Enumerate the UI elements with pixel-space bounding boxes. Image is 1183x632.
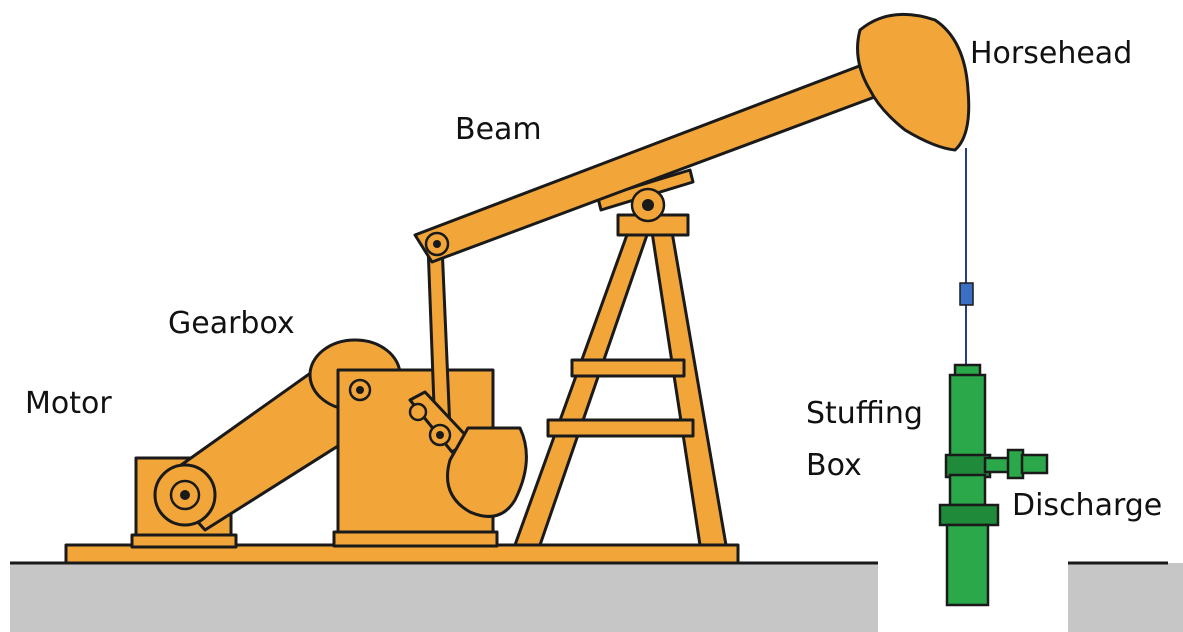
discharge-label: Discharge <box>1012 488 1163 523</box>
discharge-valve <box>983 448 1049 480</box>
stuffing-box <box>938 363 1000 607</box>
stuffing-box-label-line1: Stuffing <box>806 396 923 431</box>
gearbox-label: Gearbox <box>168 306 295 341</box>
counterweight <box>446 426 528 518</box>
horsehead <box>856 12 971 152</box>
ground <box>10 561 1183 632</box>
polished-rod <box>959 148 974 365</box>
motor-label: Motor <box>25 386 112 421</box>
stuffing-box-label-line2: Box <box>806 448 862 483</box>
samson-post <box>513 168 728 547</box>
beam-label: Beam <box>455 112 542 147</box>
horsehead-label: Horsehead <box>970 36 1133 71</box>
gearbox <box>308 338 499 548</box>
